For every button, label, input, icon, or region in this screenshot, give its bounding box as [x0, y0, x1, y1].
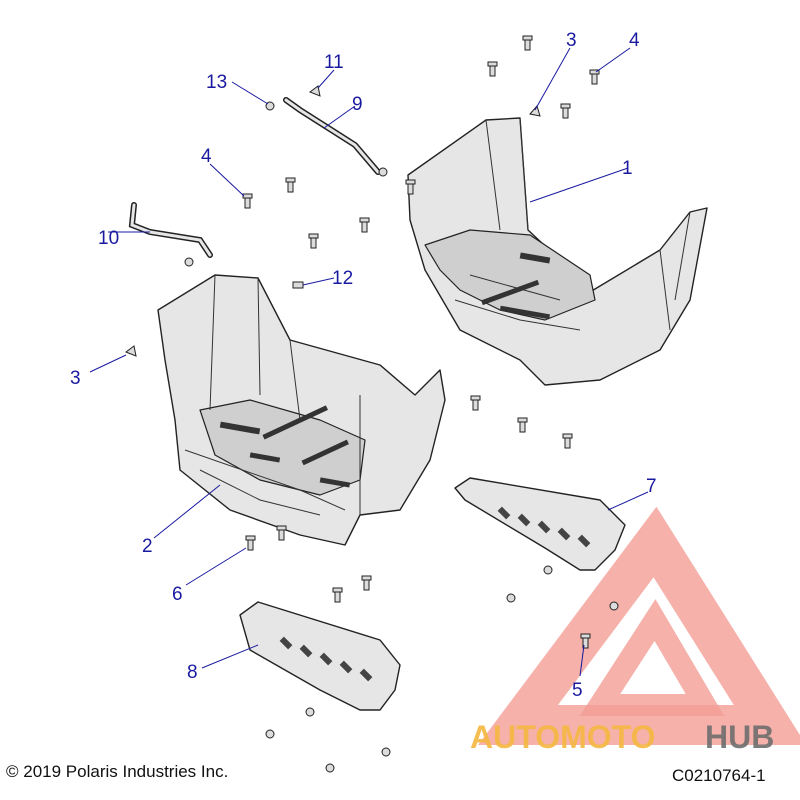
bolt: [522, 35, 533, 51]
clip: [308, 85, 321, 97]
left-floor-pan: [157, 274, 446, 546]
bolt: [308, 233, 319, 249]
bolt: [361, 575, 372, 591]
bolt: [405, 179, 416, 195]
callout-12: 12: [332, 268, 353, 289]
bolt: [470, 395, 481, 411]
callout-7: 7: [646, 476, 657, 497]
push-rivet: [529, 104, 541, 117]
bolt: [245, 535, 256, 551]
callout-3-right: 3: [566, 30, 577, 51]
nut: [381, 747, 391, 757]
nut: [609, 601, 619, 611]
callout-10: 10: [98, 228, 119, 249]
watermark-text: AUTOMOTO HUB: [470, 719, 774, 755]
right-footrest: [454, 477, 626, 571]
nut: [305, 707, 315, 717]
bolt: [242, 193, 253, 209]
nut: [184, 257, 194, 267]
watermark-text-hub: HUB: [705, 719, 774, 755]
nut: [378, 167, 388, 177]
nut: [506, 593, 516, 603]
right-brace-highlight: [284, 98, 380, 174]
callout-2: 2: [142, 536, 153, 557]
nut: [265, 729, 275, 739]
left-brace-highlight: [130, 203, 212, 257]
callout-4-left: 4: [201, 146, 212, 167]
bolt: [562, 433, 573, 449]
hardware-bolts: [124, 35, 619, 773]
bolt: [332, 587, 343, 603]
bolt: [285, 177, 296, 193]
bolt: [580, 633, 591, 649]
callout-labels: 1 2 3 3 4 4 5 6 7 8 9 10 11 12 13: [70, 30, 657, 701]
right-floor-pan: [407, 117, 708, 386]
bolt: [487, 61, 498, 77]
left-footrest: [239, 601, 401, 711]
watermark-text-automoto: AUTOMOTO: [470, 719, 655, 755]
watermark-logo: [478, 506, 800, 745]
callout-13: 13: [206, 72, 227, 93]
nut: [543, 565, 553, 575]
bolt: [276, 525, 287, 541]
bolt: [560, 103, 571, 119]
push-pin: [292, 281, 304, 289]
bolt: [359, 217, 370, 233]
callout-4-right: 4: [629, 30, 640, 51]
callout-9: 9: [352, 94, 363, 115]
watermark-triangle-inner: [579, 599, 725, 716]
callout-8: 8: [187, 662, 198, 683]
bolt: [517, 417, 528, 433]
callout-6: 6: [172, 584, 183, 605]
callout-5: 5: [572, 680, 583, 701]
callout-1: 1: [622, 158, 633, 179]
callout-3-left: 3: [70, 368, 81, 389]
bolt: [589, 69, 600, 85]
copyright-notice: © 2019 Polaris Industries Inc.: [6, 762, 229, 781]
diagram-id: C0210764-1: [672, 766, 766, 785]
leader-lines: [89, 47, 649, 677]
callout-11: 11: [324, 52, 344, 73]
nut: [325, 763, 335, 773]
push-rivet: [124, 345, 137, 357]
